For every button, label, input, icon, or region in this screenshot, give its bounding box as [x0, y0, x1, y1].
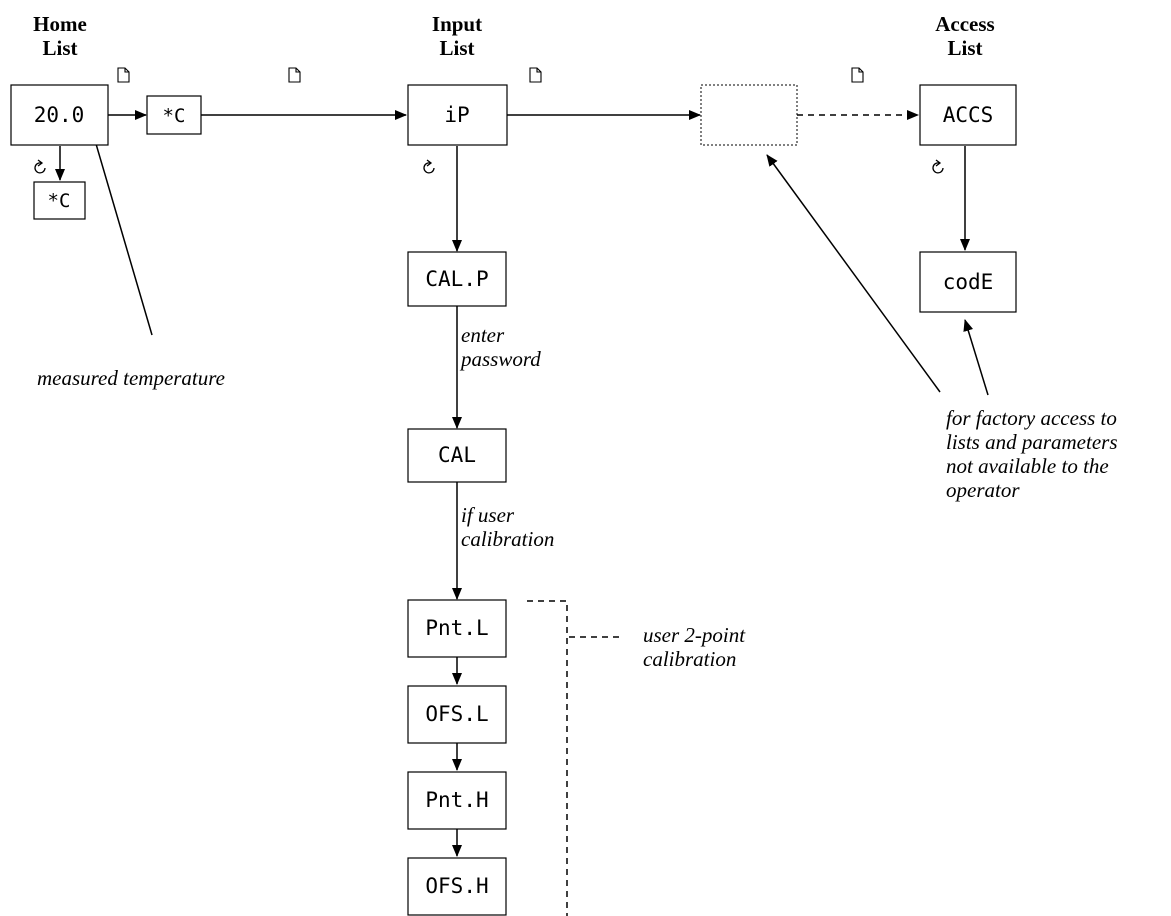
factory-access-note-line4: operator [946, 478, 1020, 502]
access-list-header-line1: Access [935, 12, 994, 36]
home-sub-units-label: *C [48, 190, 71, 212]
ofs-h-box: OFS.H [407, 857, 507, 916]
pointer-measured-temperature [87, 119, 153, 336]
ofs-h-label: OFS.H [425, 874, 488, 898]
home-value-box: 20.0 [10, 84, 109, 146]
page-icon [529, 67, 542, 83]
hidden-list-box [700, 84, 798, 146]
code-label: codE [943, 270, 994, 294]
scroll-icon [932, 159, 944, 174]
measured-temperature-note: measured temperature [37, 366, 225, 390]
factory-access-note-line1: for factory access to [946, 406, 1117, 430]
pnt-l-label: Pnt.L [425, 616, 488, 640]
enter-password-note-line2: password [459, 347, 541, 371]
page-icon [851, 67, 864, 83]
input-list-header-line2: List [439, 36, 474, 60]
accs-label: ACCS [943, 103, 994, 127]
cal-p-label: CAL.P [425, 267, 488, 291]
if-user-calibration-note-line1: if user [461, 503, 515, 527]
home-list-header-line2: List [42, 36, 77, 60]
accs-box: ACCS [919, 84, 1017, 146]
pnt-h-box: Pnt.H [407, 771, 507, 830]
ip-label: iP [444, 103, 469, 127]
factory-access-note-line2: lists and parameters [946, 430, 1118, 454]
ofs-l-box: OFS.L [407, 685, 507, 744]
pointer-hidden-list [766, 154, 941, 393]
factory-access-note-line3: not available to the [946, 454, 1109, 478]
calibration-bracket [527, 600, 568, 916]
input-list-header-line1: Input [432, 12, 482, 36]
home-sub-units-box: *C [33, 181, 86, 220]
ofs-l-label: OFS.L [425, 702, 488, 726]
cal-box: CAL [407, 428, 507, 483]
home-units-box: *C [146, 95, 202, 135]
access-list-header-line2: List [947, 36, 982, 60]
home-units-label: *C [163, 105, 186, 127]
home-list-header-line1: Home [33, 12, 87, 36]
pnt-l-box: Pnt.L [407, 599, 507, 658]
code-box: codE [919, 251, 1017, 313]
cal-label: CAL [438, 443, 476, 467]
ip-box: iP [407, 84, 508, 146]
cal-p-box: CAL.P [407, 251, 507, 307]
user-2point-note-line1: user 2-point [643, 623, 746, 647]
page-icon [117, 67, 130, 83]
pnt-h-label: Pnt.H [425, 788, 488, 812]
home-value-label: 20.0 [34, 103, 85, 127]
if-user-calibration-note-line2: calibration [461, 527, 554, 551]
scroll-icon [423, 159, 435, 174]
user-2point-note-line2: calibration [643, 647, 736, 671]
enter-password-note-line1: enter [461, 323, 505, 347]
scroll-icon [34, 159, 46, 174]
pointer-code [963, 319, 989, 396]
page-icon [288, 67, 301, 83]
